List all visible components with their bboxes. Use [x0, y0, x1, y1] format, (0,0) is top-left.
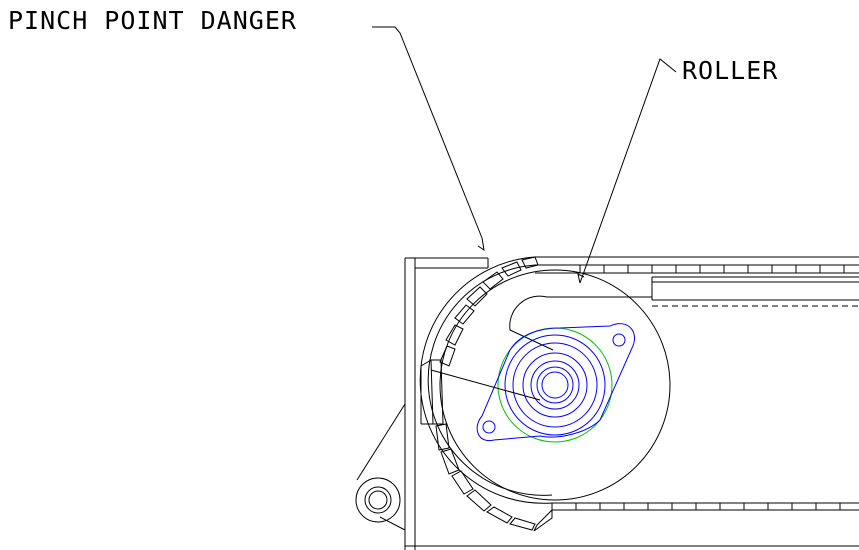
bearing-leader [430, 369, 541, 401]
pinch-point-danger-label: PINCH POINT DANGER [8, 6, 297, 35]
roller-leader [577, 58, 677, 284]
roller-label: ROLLER [682, 56, 779, 85]
conveyor-frame [404, 257, 859, 550]
bottom-belt [551, 502, 859, 511]
pinch-point-leader [372, 26, 485, 252]
pivot-bolt-icon [355, 403, 406, 531]
flange-bearing-icon [476, 323, 635, 442]
top-belt [535, 256, 859, 307]
roller [439, 269, 671, 501]
